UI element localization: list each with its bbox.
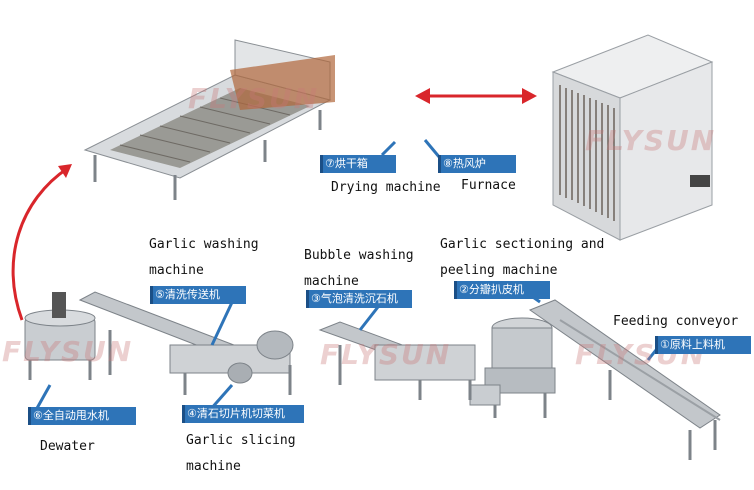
bubble-washing-illustration [318, 321, 476, 400]
sectioning-peeling-label: Garlic sectioning and peeling machine [440, 232, 604, 284]
furnace-illustration [551, 34, 714, 241]
garlic-slicing-label: Garlic slicing machine [186, 428, 296, 480]
feeding-conveyor-label-line-1: Feeding conveyor [613, 314, 739, 329]
watermark-2: FLYSUN [585, 124, 717, 157]
drying-machine-illustration [83, 39, 335, 200]
flow-arrows [11, 88, 537, 321]
bubble-washing-label: Bubble washing machine [304, 243, 414, 295]
washing-slicing-illustration [78, 291, 294, 395]
furnace-label-line-1: Furnace [461, 178, 516, 193]
dewater-label-line-1: Dewater [40, 439, 95, 454]
bubble-washing-tag: ③气泡清洗沉石机 [306, 290, 412, 308]
garlic-washing-label-line-2: machine [149, 263, 204, 278]
dewater-tag: ⑥全自动甩水机 [28, 407, 136, 425]
bubble-washing-label-line-1: Bubble washing [304, 248, 414, 263]
feeding-conveyor-tag: ①原料上料机 [655, 336, 751, 354]
dewater-label: Dewater [40, 434, 95, 460]
garlic-washing-tag: ⑤清洗传送机 [150, 286, 246, 304]
dewater-illustration [24, 292, 96, 380]
garlic-slicing-label-line-1: Garlic slicing [186, 433, 296, 448]
feeding-conveyor-label: Feeding conveyor [613, 309, 738, 335]
watermark-4: FLYSUN [320, 338, 452, 371]
sectioning-peeling-tag: ②分瓣扒皮机 [454, 281, 550, 299]
watermark-3: FLYSUN [2, 335, 134, 368]
bubble-washing-label-line-2: machine [304, 274, 359, 289]
watermark-1: FLYSUN [188, 82, 320, 115]
drying-machine-label: Drying machine [331, 175, 441, 201]
feeding-conveyor-illustration [528, 299, 721, 460]
garlic-slicing-label-line-2: machine [186, 459, 241, 474]
sectioning-peeling-label-line-1: Garlic sectioning and [440, 237, 605, 252]
sectioning-peeling-label-line-2: peeling machine [440, 263, 558, 278]
garlic-washing-label-line-1: Garlic washing [149, 237, 259, 252]
peeling-machine-illustration [469, 317, 556, 418]
garlic-slicing-tag: ④清石切片机切菜机 [182, 405, 304, 423]
furnace-label: Furnace [461, 173, 516, 199]
garlic-washing-label: Garlic washing machine [149, 232, 259, 284]
flow-arrow-up [11, 166, 69, 321]
drying-machine-tag: ⑦烘干箱 [320, 155, 396, 173]
drying-machine-label-line-1: Drying machine [331, 180, 441, 195]
furnace-tag: ⑧热风炉 [438, 155, 516, 173]
